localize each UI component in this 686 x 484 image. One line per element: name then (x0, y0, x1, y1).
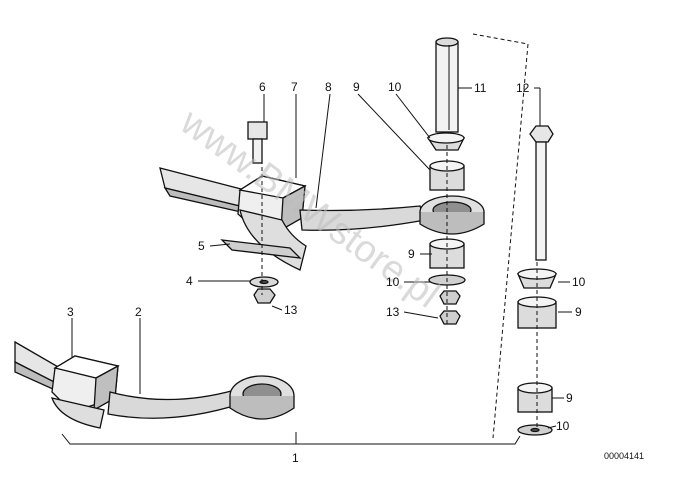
callout-13: 13 (284, 303, 298, 317)
washer-4 (249, 276, 279, 288)
callout-10: 10 (572, 275, 586, 289)
assembly-guide-lines (261, 33, 538, 439)
callout-13: 13 (386, 305, 400, 319)
callout-10: 10 (388, 80, 402, 94)
bolt-12-stack (517, 125, 557, 436)
upper-stabilizer-bar (159, 167, 251, 215)
callout-9: 9 (566, 391, 573, 405)
bracket-plate (220, 239, 302, 259)
callout-6: 6 (259, 80, 266, 94)
callout-2: 2 (135, 305, 142, 319)
lower-rubber-mount (50, 355, 120, 429)
callout-11: 11 (474, 81, 487, 95)
group-bracket-1 (61, 433, 521, 445)
bolt-6 (247, 121, 268, 164)
lower-stabilizer-bar (14, 340, 65, 396)
callout-labels: 1 2 3 4 5 6 7 8 9 10 11 12 9 10 13 13 10… (67, 80, 586, 465)
callout-8: 8 (325, 80, 332, 94)
callout-9: 9 (575, 305, 582, 319)
nut-13-left (253, 288, 276, 304)
sleeve-11 (435, 37, 459, 133)
callout-1: 1 (292, 451, 299, 465)
callout-10: 10 (556, 419, 570, 433)
callout-4: 4 (186, 274, 193, 288)
callout-7: 7 (291, 80, 298, 94)
callout-9: 9 (353, 80, 360, 94)
callout-3: 3 (67, 305, 74, 319)
leader-lines (71, 87, 572, 444)
callout-12: 12 (516, 81, 530, 95)
callout-5: 5 (198, 239, 205, 253)
upper-link-arm (299, 195, 485, 235)
reference-number: 00004141 (604, 451, 644, 461)
lower-link-arm (107, 375, 295, 420)
callout-10: 10 (386, 275, 400, 289)
callout-9: 9 (408, 247, 415, 261)
